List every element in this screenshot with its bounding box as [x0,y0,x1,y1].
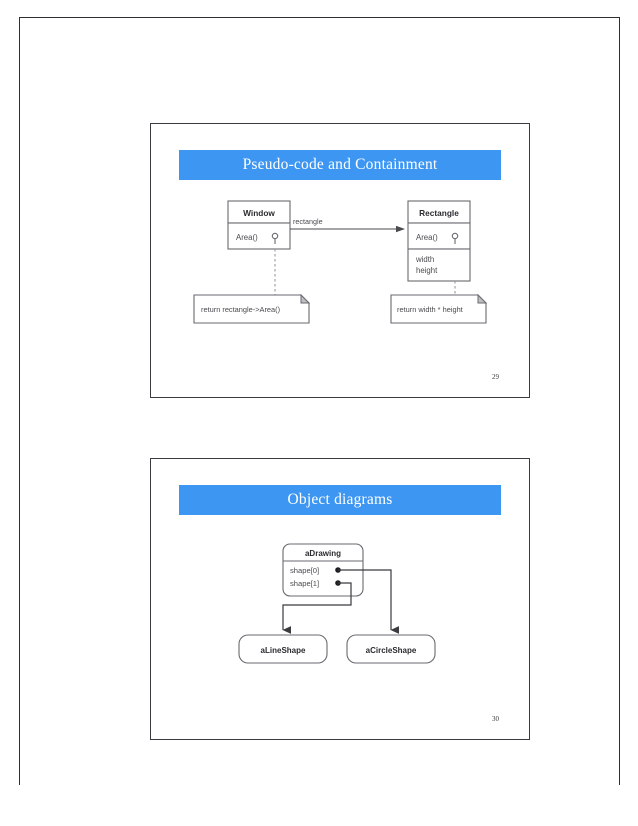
alineshape-outline [238,634,328,664]
class-window-header-compartment [227,200,291,224]
link-shape1-to-alineshape [282,582,352,634]
note-text-rectangle: return width * height [397,305,463,314]
page-title: Pseudo-code and Containment [242,156,438,173]
class-rectangle-attribute-height: height [416,266,438,275]
shape0-link-endpoint-icon [335,567,341,573]
link-shape0-to-acircleshape [338,569,399,634]
slide-30: Object diagrams aDrawing shape[0] shape[… [150,458,530,740]
acircleshape-outline [346,634,436,664]
association-label: rectangle [293,217,323,226]
class-rectangle-operations-compartment [407,222,471,250]
note-window-area: return rectangle->Area() [193,249,311,324]
note-folded-corner-icon [477,293,488,304]
slide-29: Pseudo-code and Containment Window Area(… [150,123,530,398]
note-box [193,294,310,324]
class-box-window: Window Area() [227,200,291,250]
object-box-alineshape: aLineShape [238,634,328,664]
adrawing-outline [282,543,364,597]
class-window-operations-compartment [227,222,291,250]
class-box-rectangle: Rectangle Area() width height [407,200,471,282]
handout-page-frame: Pseudo-code and Containment Window Area(… [19,17,620,785]
class-window-name: Window [243,208,275,218]
class-rectangle-operation-area: Area() [416,233,438,242]
shape1-link-endpoint-icon [335,580,341,586]
alineshape-name: aLineShape [261,646,306,655]
note-text-window: return rectangle->Area() [201,305,280,314]
adrawing-slot-shape1: shape[1] [290,579,319,588]
slide-number: 30 [492,715,499,723]
adrawing-slot-shape0: shape[0] [290,566,319,575]
note-folded-corner-icon [300,293,311,304]
note-box [390,294,487,324]
note-rectangle-area: return width * height [390,281,488,324]
class-rectangle-attributes-compartment [407,248,471,282]
rectangle-area-port-icon [451,232,459,240]
slide-title-bar: Pseudo-code and Containment [179,150,501,180]
class-rectangle-name: Rectangle [419,208,459,218]
slide-number: 29 [492,373,499,381]
association-rectangle: rectangle [290,217,405,233]
class-rectangle-attribute-width: width [415,255,434,264]
class-window-operation-area: Area() [236,233,258,242]
page-title: Object diagrams [287,491,393,508]
acircleshape-name: aCircleShape [366,646,417,655]
object-box-adrawing: aDrawing shape[0] shape[1] [282,543,364,597]
slide-title-bar: Object diagrams [179,485,501,515]
window-area-port-icon [271,232,279,240]
object-box-acircleshape: aCircleShape [346,634,436,664]
class-rectangle-header-compartment [407,200,471,224]
adrawing-name: aDrawing [305,549,341,558]
